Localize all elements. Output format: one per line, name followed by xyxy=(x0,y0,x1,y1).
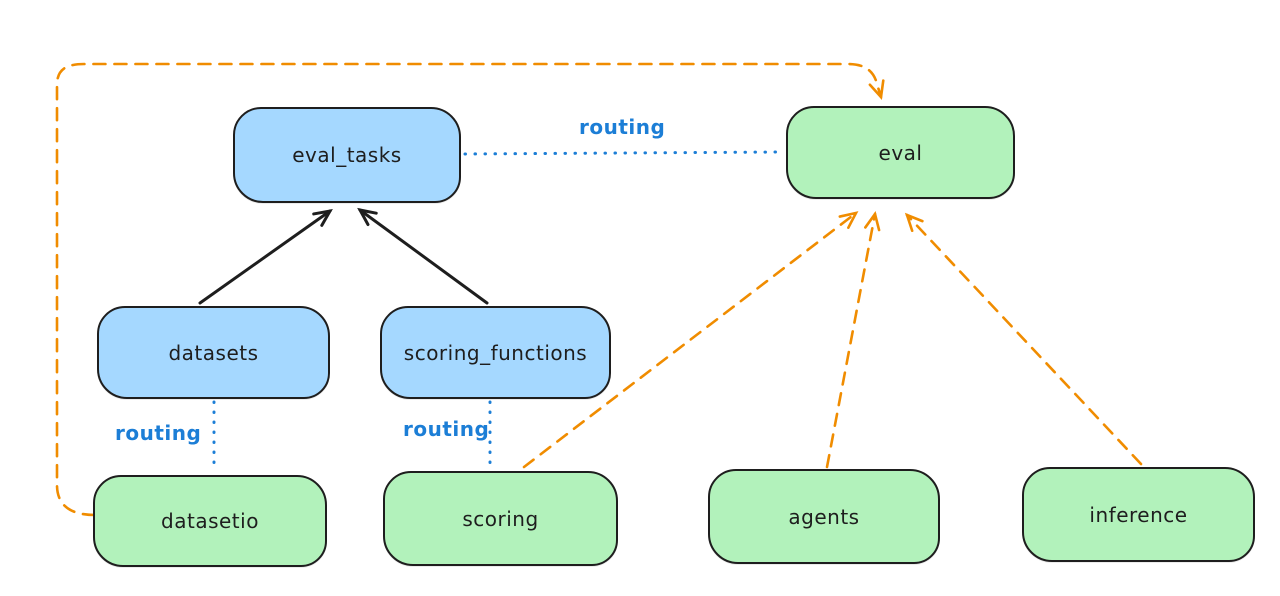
node-scoring[interactable]: scoring xyxy=(383,471,618,566)
node-datasets-label: datasets xyxy=(168,340,259,365)
edge-inference-to-eval xyxy=(904,212,1143,466)
node-inference[interactable]: inference xyxy=(1022,467,1255,562)
node-scoring-label: scoring xyxy=(462,506,539,531)
edge-eval-tasks-to-eval-routing xyxy=(463,150,784,156)
routing-label-scoring-functions-scoring: routing xyxy=(403,417,490,441)
node-scoring-functions-label: scoring_functions xyxy=(403,340,588,365)
node-datasets[interactable]: datasets xyxy=(97,306,330,399)
edge-datasetio-to-eval xyxy=(55,62,885,517)
edge-datasets-to-eval-tasks xyxy=(198,208,333,305)
node-inference-label: inference xyxy=(1089,502,1188,527)
node-eval-tasks[interactable]: eval_tasks xyxy=(233,107,461,203)
routing-label-eval-tasks-eval: routing xyxy=(579,115,666,139)
node-eval[interactable]: eval xyxy=(786,106,1015,199)
edge-scoring-functions-to-eval-tasks xyxy=(357,207,489,305)
routing-label-datasets-datasetio: routing xyxy=(115,421,202,445)
node-datasetio[interactable]: datasetio xyxy=(93,475,327,567)
node-datasetio-label: datasetio xyxy=(161,509,259,533)
node-eval-label: eval xyxy=(878,140,923,165)
node-agents-label: agents xyxy=(788,504,860,529)
edge-agents-to-eval xyxy=(825,210,881,469)
node-scoring-functions[interactable]: scoring_functions xyxy=(380,306,611,399)
node-agents[interactable]: agents xyxy=(708,469,940,564)
node-eval-tasks-label: eval_tasks xyxy=(292,143,402,167)
